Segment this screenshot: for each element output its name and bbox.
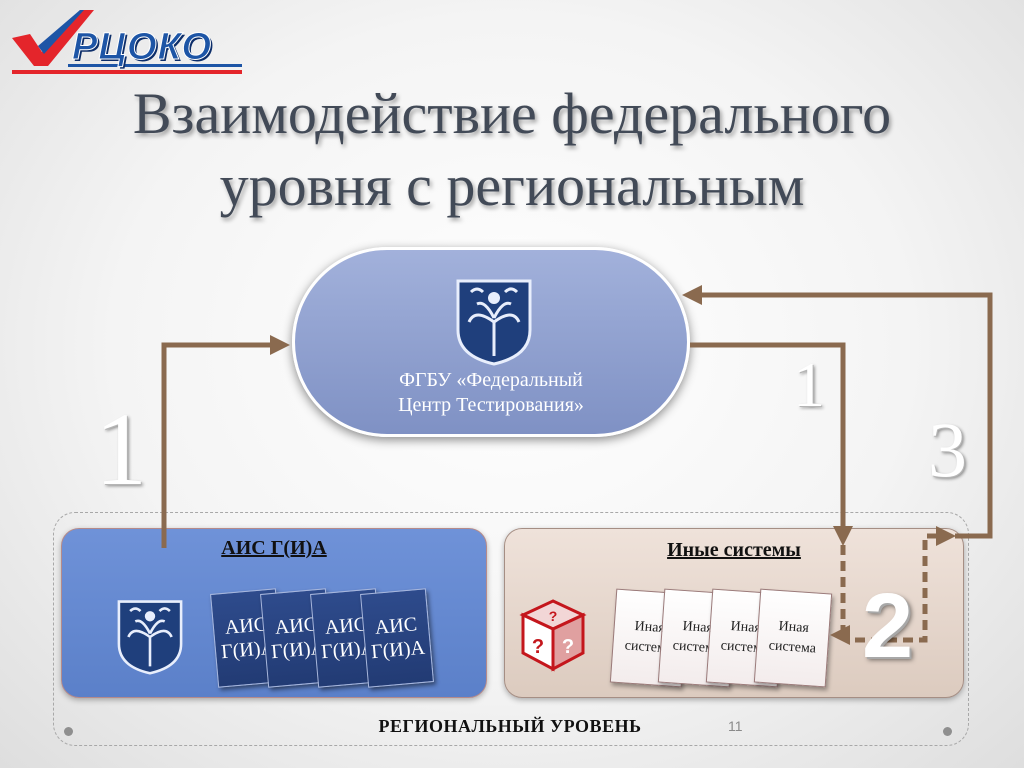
frame-corner-dot <box>64 727 73 736</box>
title-line-1: Взаимодействие федерального <box>132 81 892 146</box>
other-systems-panel: Иные системы ? ? ? Иная система Иная сис… <box>504 528 964 698</box>
ais-gia-panel: АИС Г(И)А АИС Г(И)А АИС Г(И)А АИС Г(И)А … <box>61 528 487 698</box>
frame-corner-dot <box>943 727 952 736</box>
step-number-2: 2 <box>862 575 914 677</box>
question-cube-icon: ? ? ? <box>519 599 587 672</box>
regional-level-frame <box>53 512 969 746</box>
arrow-dashed-to-loop <box>855 526 956 643</box>
federal-testing-center-node: ФГБУ «Федеральный Центр Тестирования» <box>292 247 690 437</box>
svg-text:?: ? <box>532 636 544 658</box>
ais-panel-title: АИС Г(И)А <box>221 537 327 559</box>
coat-of-arms-icon <box>117 600 183 675</box>
arrow-ais-to-federal <box>161 335 290 548</box>
logo-text: РЦОКО <box>71 26 213 69</box>
svg-text:?: ? <box>562 636 574 658</box>
other-systems-title: Иные системы <box>667 539 801 561</box>
federal-label: ФГБУ «Федеральный Центр Тестирования» <box>295 368 687 418</box>
page-title: Взаимодействие федерального уровня с рег… <box>0 78 1024 222</box>
federal-label-line-2: Центр Тестирования» <box>398 394 584 416</box>
title-line-2: уровня с региональным <box>219 153 805 218</box>
step-number-1-left: 1 <box>95 392 147 507</box>
arrow-dashed-into-other <box>830 545 850 645</box>
coat-of-arms-icon <box>456 279 532 366</box>
svg-text:?: ? <box>549 608 558 624</box>
federal-label-line-1: ФГБУ «Федеральный <box>399 369 583 391</box>
logo: РЦОКО <box>8 8 248 80</box>
arrow-federal-to-other <box>690 342 853 546</box>
check-mark-icon <box>12 10 242 74</box>
step-number-3: 3 <box>928 406 967 493</box>
step-number-1-right: 1 <box>793 349 825 420</box>
page-number: 11 <box>728 718 743 734</box>
arrow-other-to-federal <box>682 285 993 539</box>
regional-level-label: РЕГИОНАЛЬНЫЙ УРОВЕНЬ <box>378 716 642 736</box>
